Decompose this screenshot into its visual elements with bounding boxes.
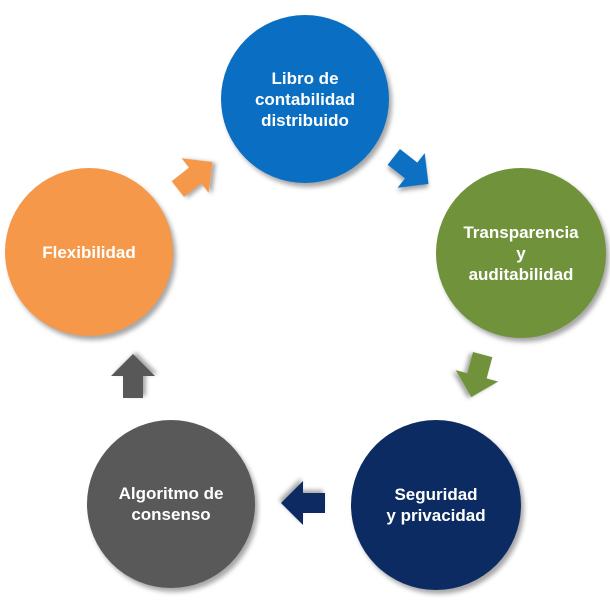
node-label: Flexibilidad	[42, 242, 136, 262]
node-seguridad-y-privacidad: Seguridad y privacidad	[351, 420, 521, 590]
node-label: Transparencia y auditabilidad	[463, 222, 579, 284]
node-label: Seguridad y privacidad	[386, 485, 486, 525]
arrow-shape	[387, 149, 429, 188]
node-label: Libro de contabilidad distribuido	[254, 68, 356, 130]
arrow-shape	[171, 158, 213, 197]
node-label: Algoritmo de consenso	[118, 484, 224, 524]
arrow-shape	[281, 481, 325, 525]
node-algoritmo-de-consenso: Algoritmo de consenso	[87, 420, 255, 588]
arrow-5-up-right-icon	[171, 158, 213, 197]
node-transparencia-y-auditabilidad: Transparencia y auditabilidad	[436, 168, 606, 338]
node-libro-de-contabilidad-distribuido: Libro de contabilidad distribuido	[221, 15, 389, 183]
arrow-shape	[455, 352, 499, 398]
arrow-shape	[111, 354, 155, 398]
arrow-2-down-icon	[455, 352, 499, 398]
node-flexibilidad: Flexibilidad	[5, 168, 173, 336]
arrow-1-right-icon	[387, 149, 429, 188]
arrow-4-up-icon	[111, 354, 155, 398]
arrow-3-left-icon	[281, 481, 325, 525]
